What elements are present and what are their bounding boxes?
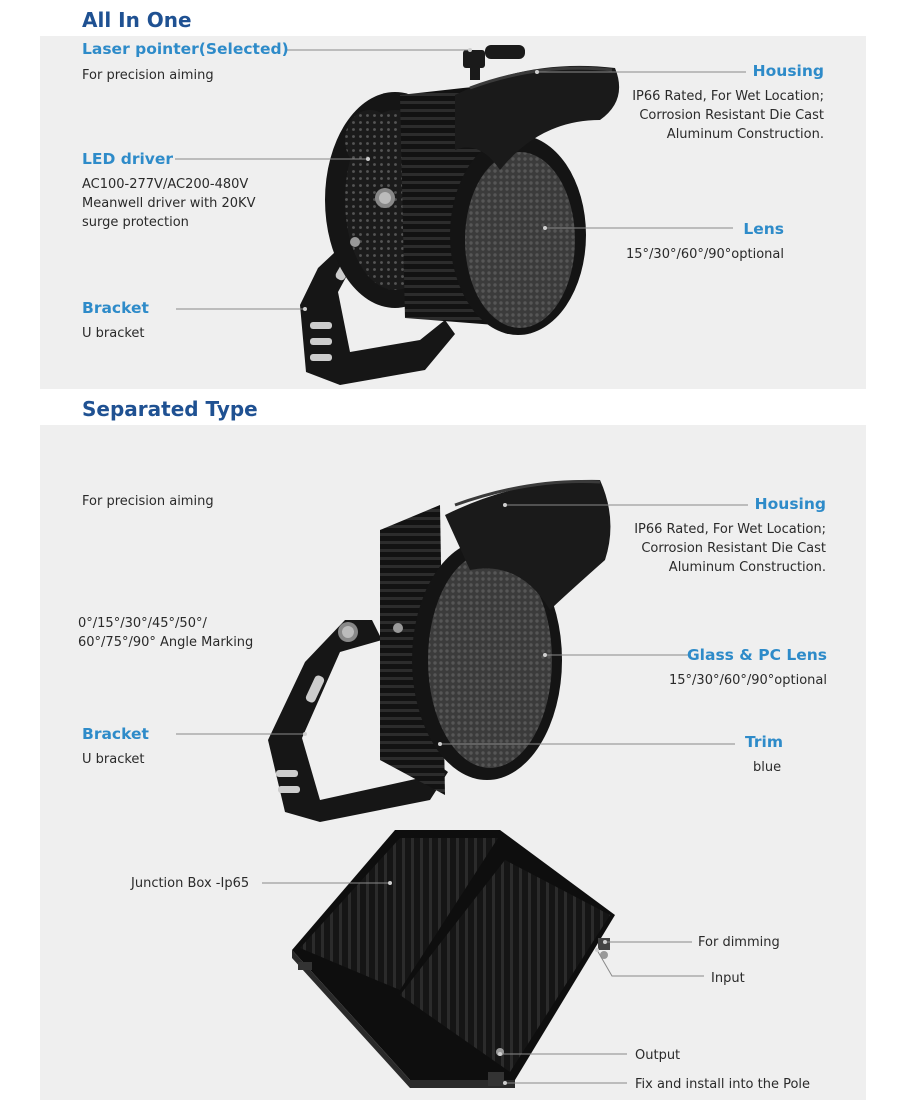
pole-install-label: Fix and install into the Pole — [635, 1077, 811, 1092]
separated-housing-desc-line: Corrosion Resistant Die Cast — [641, 541, 826, 556]
trim-desc: blue — [753, 760, 782, 775]
glass-pc-lens-label: Glass & PC Lens — [686, 646, 827, 664]
dimming-label: For dimming — [698, 935, 780, 950]
angle-marking-line: 60°/75°/90° Angle Marking — [78, 635, 254, 650]
separated-bracket-label: Bracket — [82, 725, 149, 743]
housing-desc-line: Aluminum Construction. — [666, 127, 824, 142]
separated-floodlight — [268, 479, 611, 822]
led-driver-desc-line: AC100-277V/AC200-480V — [82, 177, 249, 192]
housing-desc-line: IP66 Rated, For Wet Location; — [632, 89, 824, 104]
separated-housing-desc: IP66 Rated, For Wet Location; Corrosion … — [634, 520, 826, 577]
led-driver-label: LED driver — [82, 150, 174, 168]
leader-lines-all-in-one — [175, 49, 746, 310]
all-in-one-floodlight — [300, 45, 620, 385]
angle-marking-desc: 0°/15°/30°/45°/50°/ 60°/75°/90° Angle Ma… — [78, 614, 253, 652]
glass-pc-lens-desc: 15°/30°/60°/90°optional — [669, 673, 827, 688]
housing-desc-line: Corrosion Resistant Die Cast — [639, 108, 824, 123]
separated-bracket-desc: U bracket — [82, 752, 145, 767]
separated-housing-desc-line: Aluminum Construction. — [668, 560, 826, 575]
junction-box-label: Junction Box -Ip65 — [131, 876, 250, 891]
trim-label: Trim — [745, 733, 783, 751]
aiming-desc: For precision aiming — [82, 494, 214, 509]
lens-desc: 15°/30°/60°/90°optional — [626, 247, 784, 262]
junction-box — [292, 830, 615, 1088]
bracket-label: Bracket — [82, 299, 149, 317]
angle-marking-line: 0°/15°/30°/45°/50°/ — [78, 616, 207, 631]
bracket-desc: U bracket — [82, 326, 145, 341]
leader-lines-separated — [176, 504, 748, 1084]
output-label: Output — [635, 1048, 681, 1063]
leader-dots-all-in-one — [303, 48, 547, 311]
led-driver-desc-line: surge protection — [82, 215, 189, 230]
led-driver-desc: AC100-277V/AC200-480V Meanwell driver wi… — [82, 175, 255, 232]
separated-housing-label: Housing — [754, 495, 826, 513]
led-driver-desc-line: Meanwell driver with 20KV — [82, 196, 256, 211]
section-title-separated-type: Separated Type — [82, 397, 258, 421]
laser-pointer-label: Laser pointer(Selected) — [82, 40, 289, 58]
input-label: Input — [711, 971, 745, 986]
leader-dots-separated — [303, 503, 607, 1085]
separated-housing-desc-line: IP66 Rated, For Wet Location; — [634, 522, 826, 537]
housing-label: Housing — [752, 62, 824, 80]
lens-label: Lens — [743, 220, 784, 238]
section-title-all-in-one: All In One — [82, 8, 192, 32]
laser-pointer-desc: For precision aiming — [82, 68, 214, 83]
housing-desc: IP66 Rated, For Wet Location; Corrosion … — [632, 87, 824, 144]
